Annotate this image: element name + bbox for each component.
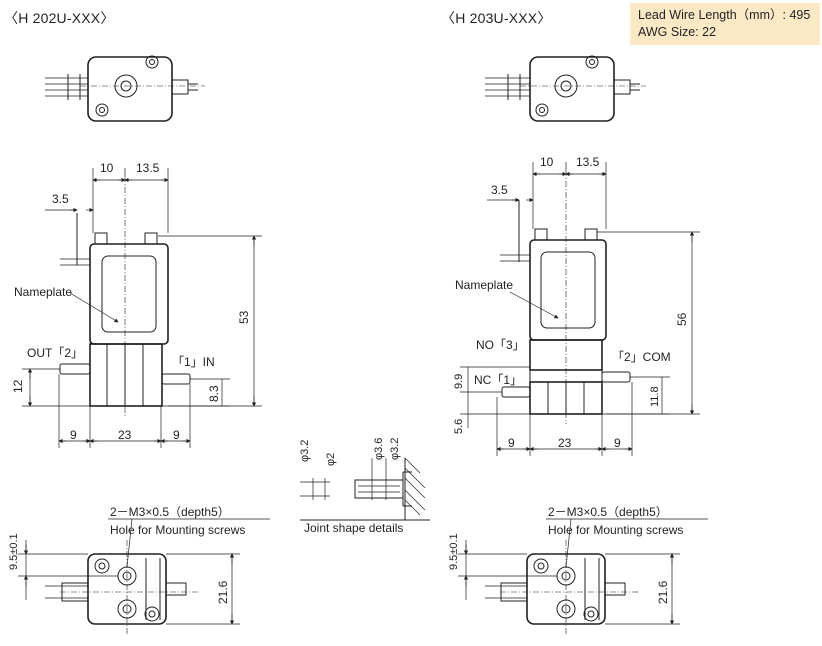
joint-phi-2: φ2 <box>325 453 337 466</box>
left-bottom-view <box>18 518 270 635</box>
right-dim-5-6: 5.6 <box>453 419 465 434</box>
joint-phi-3-2-a: φ3.2 <box>299 440 311 462</box>
nc-port-label: NC「1」 <box>474 373 522 387</box>
right-dim-9-b: 9 <box>614 436 621 450</box>
right-nameplate-label: Nameplate <box>455 278 513 292</box>
left-mount-spec: 2－M3×0.5（depth5） <box>110 505 230 519</box>
right-dim-13-5: 13.5 <box>576 155 600 169</box>
left-dim-53: 53 <box>237 310 251 324</box>
left-model-title: 〈H 202U-XXX〉 <box>4 10 115 26</box>
right-dim-9-5: 9.5±0.1 <box>448 533 460 570</box>
right-mount-spec: 2－M3×0.5（depth5） <box>548 505 668 519</box>
joint-phi-3-6: φ3.6 <box>373 438 385 460</box>
right-dim-23: 23 <box>558 436 572 450</box>
left-nameplate-label: Nameplate <box>14 285 72 299</box>
left-dim-8-3: 8.3 <box>207 385 221 402</box>
left-dim-21-6: 21.6 <box>216 580 230 604</box>
left-front-view <box>22 168 262 448</box>
awg-size: AWG Size: 22 <box>638 25 717 39</box>
joint-shape-detail <box>300 457 430 521</box>
left-top-view <box>45 55 205 122</box>
right-dim-21-6: 21.6 <box>656 580 670 604</box>
left-dim-9-b: 9 <box>173 428 180 442</box>
right-front-view <box>460 162 700 456</box>
left-dim-3-5: 3.5 <box>52 192 69 206</box>
com-port-label: 「2」COM <box>612 350 671 364</box>
right-dim-3-5: 3.5 <box>491 183 508 197</box>
right-model-title: 〈H 203U-XXX〉 <box>441 10 552 26</box>
left-dim-13-5: 13.5 <box>136 161 160 175</box>
left-dim-9-5: 9.5±0.1 <box>8 533 20 570</box>
right-dim-10: 10 <box>540 155 554 169</box>
right-dim-9-a: 9 <box>508 436 515 450</box>
right-mount-hole: Hole for Mounting screws <box>548 523 683 537</box>
in-port-label: 「1」IN <box>172 355 215 369</box>
right-top-view <box>485 55 646 122</box>
left-mount-hole: Hole for Mounting screws <box>110 523 245 537</box>
right-bottom-view <box>458 518 708 635</box>
out-port-label: OUT「2」 <box>27 346 83 360</box>
left-dim-9-a: 9 <box>70 428 77 442</box>
left-dim-10: 10 <box>100 161 114 175</box>
right-dim-9-9: 9.9 <box>453 374 465 389</box>
right-dim-56: 56 <box>675 312 689 326</box>
left-dim-23: 23 <box>118 428 132 442</box>
lead-wire-length: Lead Wire Length（mm）: 495 <box>638 8 811 22</box>
left-dim-12: 12 <box>11 379 25 393</box>
joint-shape-caption: Joint shape details <box>304 521 403 535</box>
lead-wire-info-box: Lead Wire Length（mm）: 495 AWG Size: 22 <box>630 3 820 45</box>
right-dim-11-8: 11.8 <box>649 386 661 407</box>
joint-phi-3-2-b: φ3.2 <box>389 438 401 460</box>
no-port-label: NO「3」 <box>476 338 525 352</box>
